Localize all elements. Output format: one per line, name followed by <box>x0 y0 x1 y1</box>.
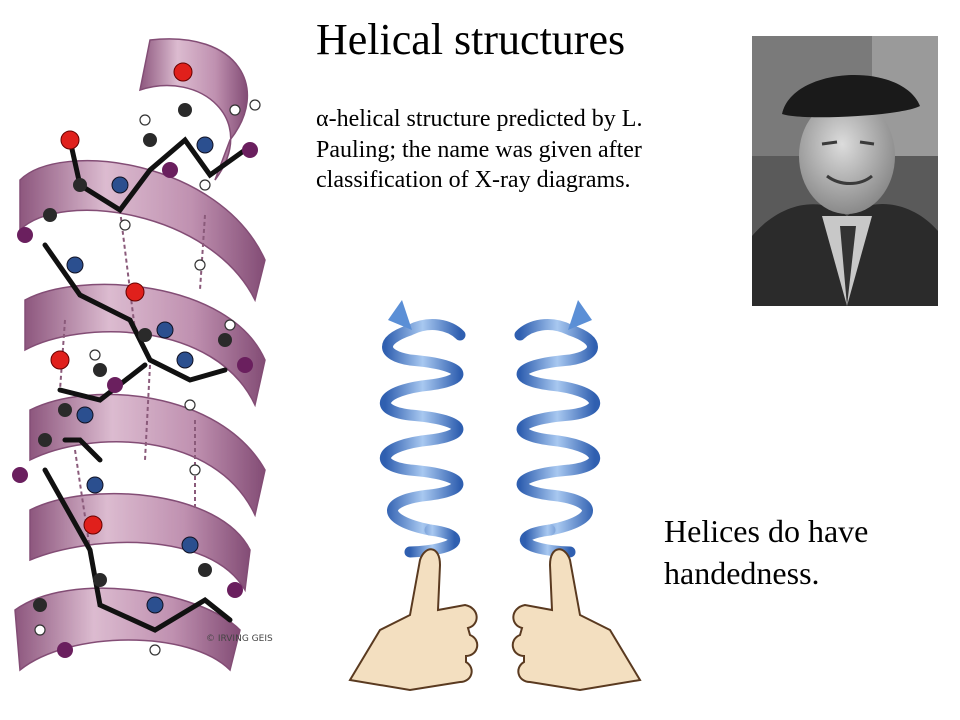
carbon-atoms <box>33 103 232 612</box>
hydrogen-atoms <box>34 99 261 656</box>
illustration-credit: © IRVING GEIS <box>206 634 273 644</box>
slide-description: α-helical structure predicted by L. Paul… <box>316 106 643 193</box>
slide-title: Helical structures <box>316 15 626 64</box>
portrait-photo <box>752 36 938 306</box>
oxygen-atoms <box>50 62 193 535</box>
right-thumbs-up-hand <box>511 548 642 692</box>
left-thumbs-up-hand <box>348 548 479 692</box>
left-handed-helix-arrow <box>380 319 466 558</box>
nitrogen-atoms <box>66 136 214 614</box>
alpha-helix-illustration <box>12 38 266 672</box>
left-arrow-head <box>388 300 412 330</box>
slide-caption: Helices do have handedness. <box>664 513 869 591</box>
right-handed-helix-arrow <box>514 319 600 558</box>
handedness-illustration <box>348 300 642 692</box>
helix-ribbon <box>14 38 266 672</box>
right-arrow-head <box>568 300 592 330</box>
side-chain-atoms <box>12 142 258 658</box>
